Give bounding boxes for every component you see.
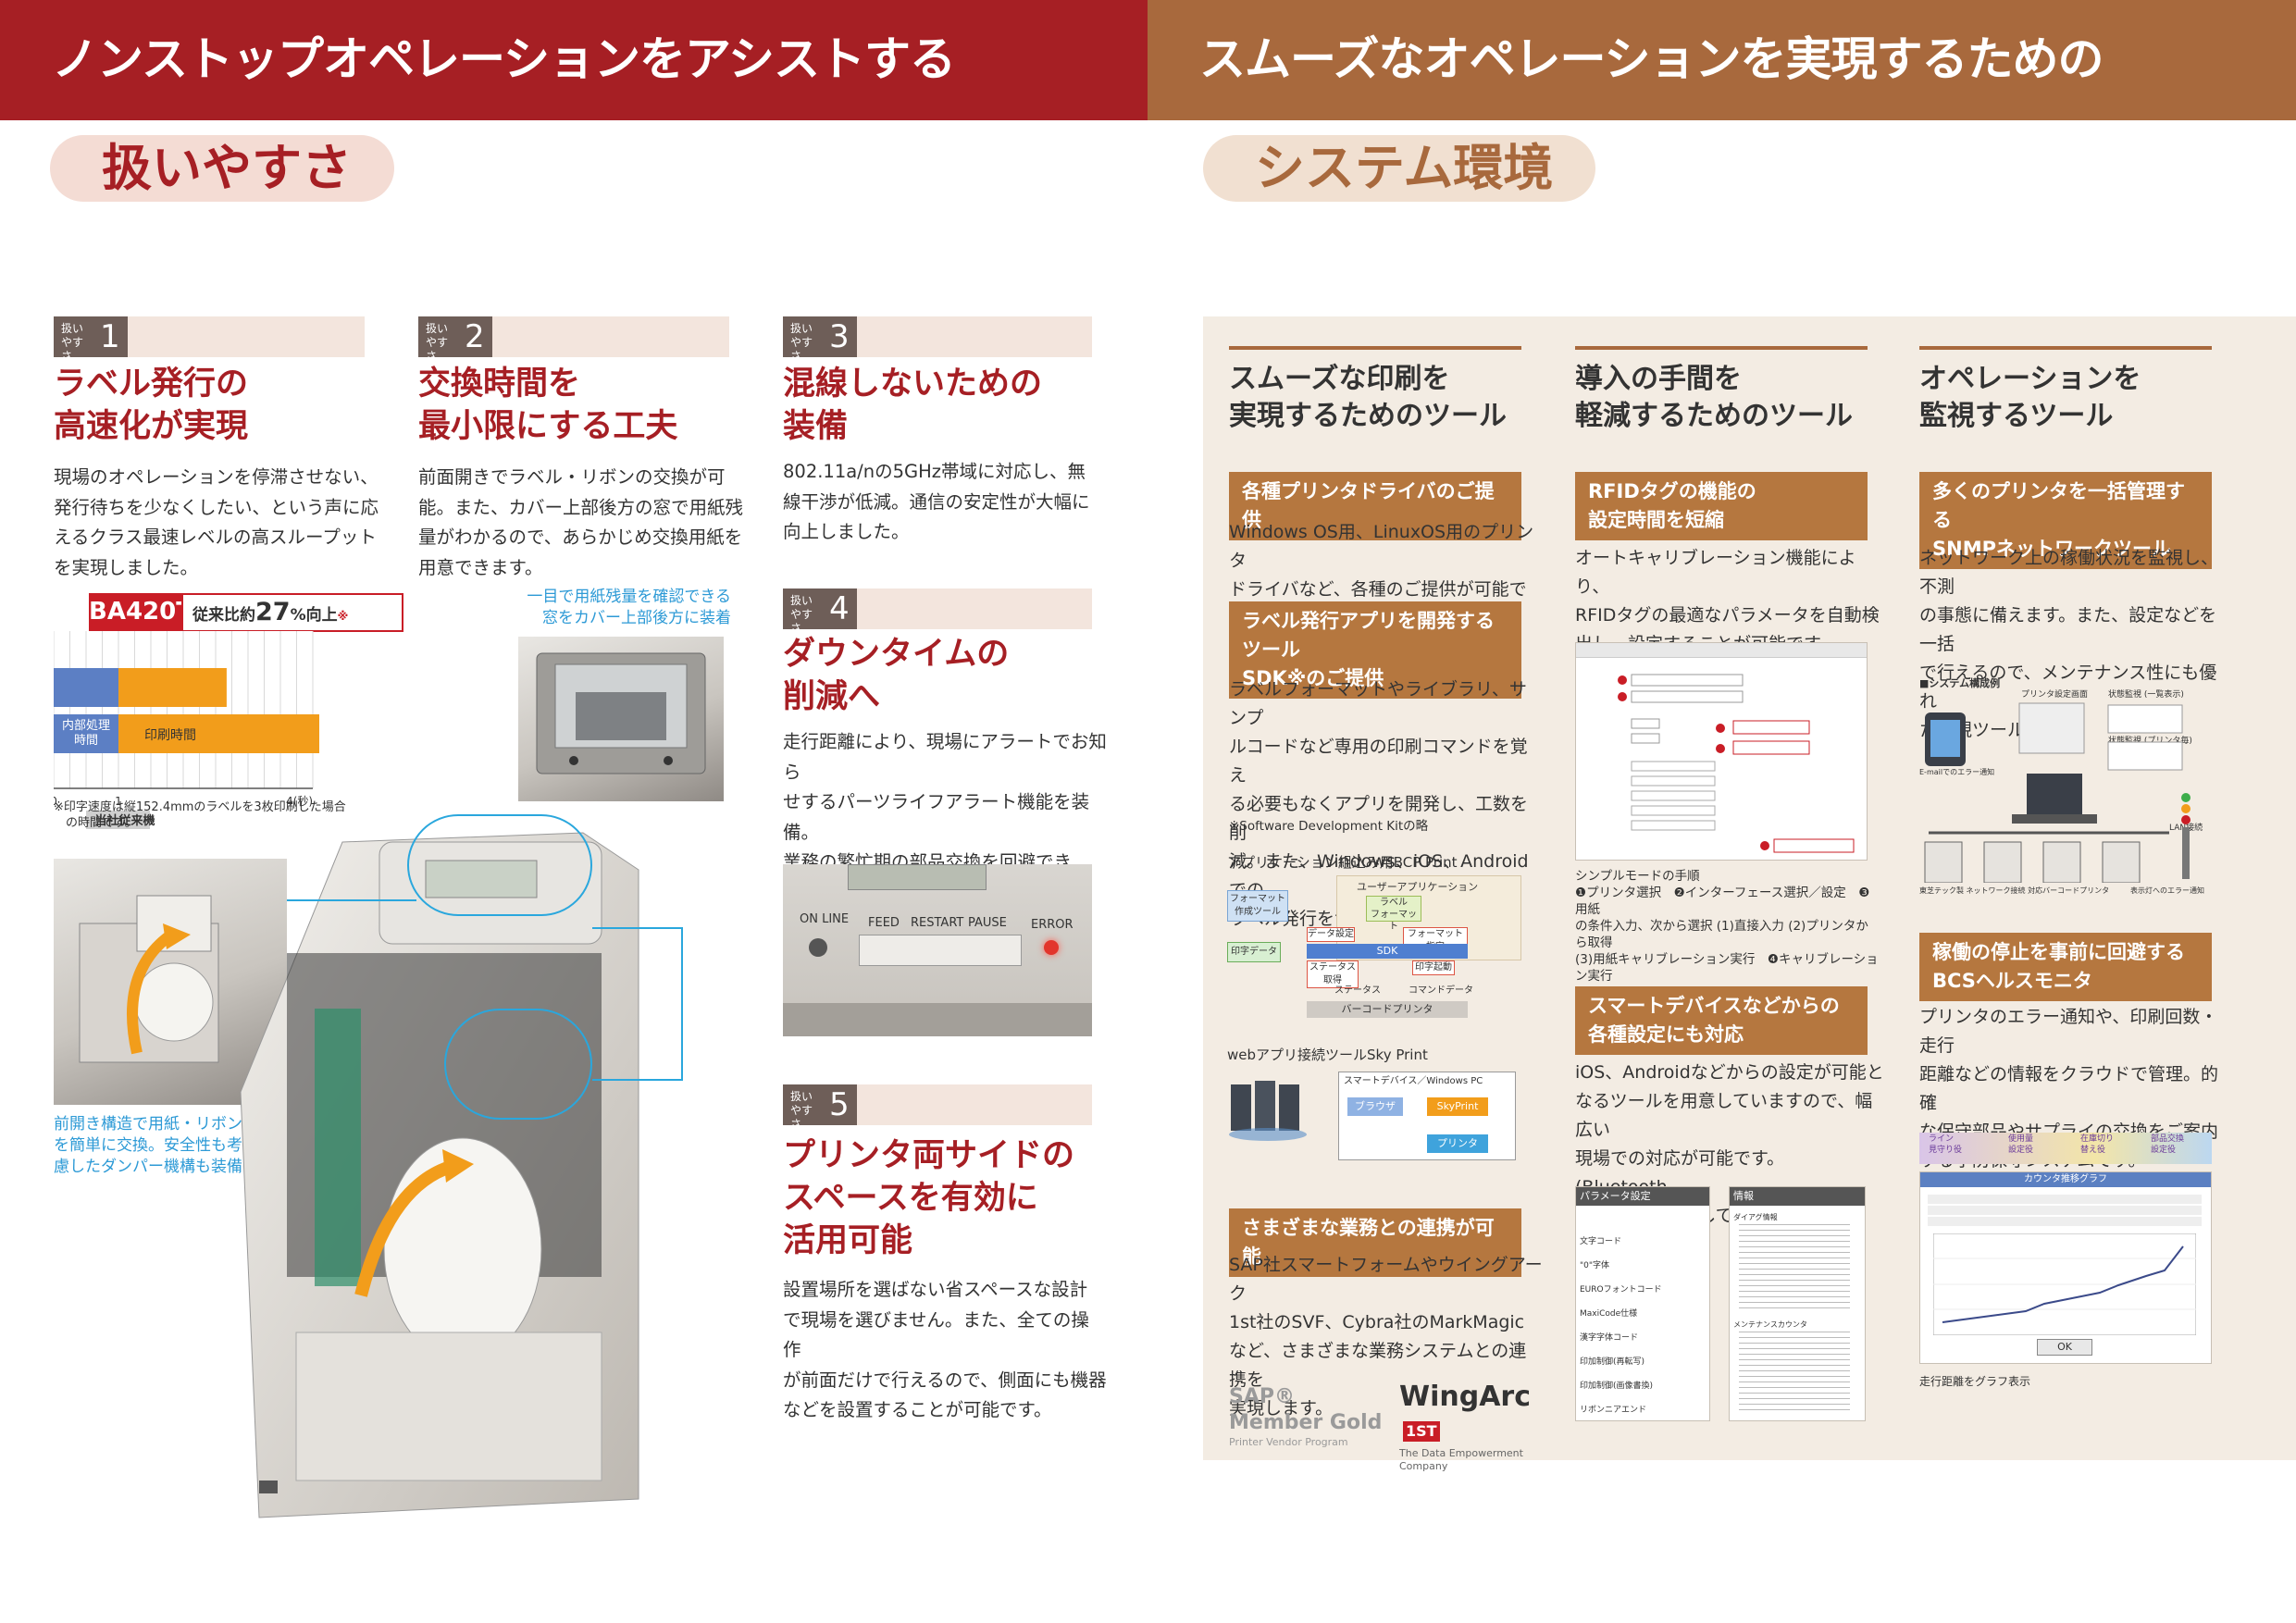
col1-sub-sdk: ラベル発行アプリを開発するツール SDK※のご提供 <box>1229 601 1521 699</box>
chart-tick-label: 4(秒) <box>286 795 313 808</box>
wingarc-logo: WingArc1ST The Data Empowerment Company <box>1399 1381 1532 1472</box>
bcp-print-diagram: ユーザーアプリケーション フォーマット 作成ツール ラベル フォーマット データ… <box>1227 875 1521 1023</box>
col3-sub-snmp: 多くのプリンタを一括管理する SNMPネットワークツール <box>1919 472 2212 569</box>
col2-heading: 導入の手間を 軽減するためのツール <box>1575 363 1853 432</box>
callout-line-window <box>592 927 683 1081</box>
panel-buttons <box>859 935 1022 966</box>
online-led <box>809 938 827 957</box>
bcp-print-title: アプリケーション組込み用BCP Print <box>1227 854 1458 871</box>
chart-series-label: 印刷時間 <box>144 728 196 743</box>
right-section-pill: システム環境 <box>1203 135 1595 202</box>
right-header-bar: スムーズなオペレーションを実現するための <box>1148 0 2296 120</box>
panel-label-pause: PAUSE <box>968 916 1007 930</box>
rfid-tool-screenshot <box>1575 642 1868 861</box>
section-title-2: 交換時間を 最小限にする工夫 <box>418 365 678 445</box>
chart-bar <box>118 668 227 707</box>
section-title-3: 混線しないための 装備 <box>783 365 1043 445</box>
bcs-steps-banner: ライン 見守り役 使用量 設定役 在庫切り 替え役 部品交換 設定役 <box>1919 1133 2212 1164</box>
col1-sub-integration: さまざまな業務との連携が可能 <box>1229 1208 1521 1277</box>
sap-logo: SAP® Member Gold Printer Vendor Program <box>1229 1385 1383 1448</box>
section-text-3: 802.11a/nの5GHz帯域に対応し、無 線干渉が低減。通信の安定性が大幅に… <box>783 461 1090 542</box>
snmp-diagram: プリンタ設定画面 状態監視 (一覧表示) 状態監視 (プリンタ毎) E-mail… <box>1919 690 2204 895</box>
phone-info-screenshot: 情報 ダイアグ情報 メンテナンスカウンタ <box>1729 1186 1866 1421</box>
col1-sdk-note: ※Software Development Kitの略 <box>1229 819 1429 834</box>
col2-sub-smart: スマートデバイスなどからの 各種設定にも対応 <box>1575 986 1868 1055</box>
operation-panel-photo: ON LINE FEED RESTART PAUSE ERROR <box>783 864 1092 1036</box>
error-led <box>1044 940 1059 955</box>
snmp-diagram-title: ■システム構成例 <box>1919 677 2001 689</box>
panel-highlight-ring <box>407 814 592 916</box>
printer-illustration <box>231 814 713 1536</box>
sky-print-diagram: スマートデバイス／Windows PC ブラウザ SkyPrint プリンタ <box>1227 1072 1521 1164</box>
section-text-5: 設置場所を選ばない省スペースな設計 で現場を選びません。また、全ての操作 が前面… <box>783 1279 1107 1420</box>
panel-label-feed: FEED <box>868 916 900 930</box>
chart-legacy-box <box>86 811 150 829</box>
sky-print-title: webアプリ接続ツールSky Print <box>1227 1047 1428 1063</box>
counter-graph-screenshot: カウンタ推移グラフ OK <box>1919 1171 2212 1364</box>
section-title-4: ダウンタイムの 削減へ <box>783 636 1010 715</box>
window-callout: 一目で用紙残量を確認できる 窓をカバー上部後方に装着 <box>527 588 731 627</box>
chart-bar <box>118 714 319 753</box>
left-header-title: ノンストップオペレーションをアシストする <box>52 32 955 86</box>
col1-sub-driver: 各種プリンタドライバのご提供 <box>1229 472 1521 540</box>
col3-sub-bcs: 稼働の停止を事前に回避する BCSヘルスモニタ <box>1919 933 2212 1001</box>
section-title-5: プリンタ両サイドの スペースを有効に 活用可能 <box>783 1137 1075 1259</box>
front-open-photo <box>54 859 287 1105</box>
chart-series-label: 内部処理時間 <box>62 718 110 748</box>
graph-ok-button[interactable]: OK <box>2037 1339 2092 1356</box>
col3-heading: オペレーションを 監視するツール <box>1919 363 2141 432</box>
window-highlight-ring <box>444 1009 592 1120</box>
chart-bar <box>54 668 118 707</box>
chart-tick-label: 1 <box>115 795 122 808</box>
front-open-callout: 前開き構造で用紙・リボン を簡単に交換。安全性も考 慮したダンパー機構も装備 <box>54 1115 242 1176</box>
chart-badge-caption: 従来比約27%向上※ <box>181 593 403 632</box>
section-text-2: 前面開きでラベル・リボンの交換が可 能。また、カバー上部後方の窓で用紙残 量がわ… <box>418 466 744 578</box>
chart-legacy-label: 当社従来機 <box>94 813 155 828</box>
col2-rule <box>1575 346 1868 350</box>
chart-bar <box>54 714 118 753</box>
phone-settings-screenshot: パラメータ設定 文字コード "0"字体 EUROフォントコード MaxiCode… <box>1575 1186 1710 1421</box>
right-header-title: スムーズなオペレーションを実現するための <box>1199 32 2104 86</box>
panel-label-online: ON LINE <box>800 912 850 926</box>
chart-tick-label: 0 <box>54 795 57 808</box>
chart-badge: BA420T <box>89 593 192 632</box>
left-header-bar: ノンストップオペレーションをアシストする <box>0 0 1148 120</box>
panel-label-error: ERROR <box>1031 918 1074 932</box>
col1-text-integration: SAP社スマートフォームやウイングアーク 1st社のSVF、Cybra社のMar… <box>1229 1255 1543 1419</box>
section-title-1: ラベル発行の 高速化が実現 <box>54 365 249 445</box>
chart-footnote: ※印字速度は縦152.4mmのラベルを3枚印刷した場合 の時間です。 <box>54 800 346 830</box>
window-photo <box>518 637 724 801</box>
section-text-1: 現場のオペレーションを停滞させない、 発行待ちを少なくしたい、という声に応 える… <box>54 466 379 578</box>
throughput-chart: BA420T 従来比約27%向上※ 内部処理時間 印刷時間 0 1 4(秒) 当社従来機 <box>54 588 403 829</box>
col1-heading: スムーズな印刷を 実現するためのツール <box>1229 363 1507 432</box>
graph-caption: 走行距離をグラフ表示 <box>1919 1375 2031 1388</box>
rfid-caption: シンプルモードの手順 ❶プリンタ選択 ❷インターフェース選択／設定 ❸用紙 の条… <box>1575 869 1879 984</box>
panel-label-restart: RESTART <box>911 916 964 930</box>
col2-sub-rfid: RFIDタグの機能の 設定時間を短縮 <box>1575 472 1868 540</box>
chart-svg: 内部処理時間 印刷時間 0 1 4(秒) 当社従来機 <box>54 631 319 829</box>
col1-rule <box>1229 346 1521 350</box>
col3-rule <box>1919 346 2212 350</box>
left-section-pill: 扱いやすさ <box>50 135 394 202</box>
callout-line-front <box>287 899 416 901</box>
